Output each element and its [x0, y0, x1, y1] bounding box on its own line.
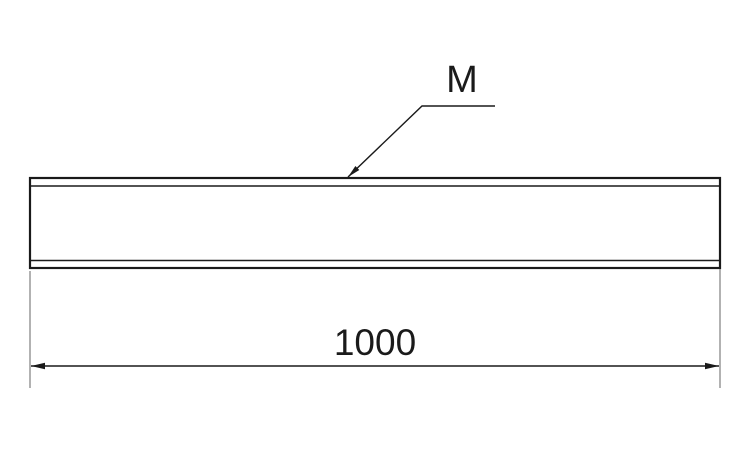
- dimension-value: 1000: [334, 322, 416, 363]
- threaded-rod: [28, 176, 722, 270]
- thread-size-label: M: [446, 59, 478, 101]
- thread-size-callout: M: [347, 59, 495, 178]
- leader-arrowhead-icon: [348, 166, 360, 177]
- leader-line: [347, 105, 495, 178]
- dimension-arrowhead-left-icon: [31, 362, 45, 370]
- dimension-arrowhead-right-icon: [705, 362, 719, 370]
- rod-outline: [28, 176, 722, 270]
- length-dimension: 1000: [29, 269, 721, 388]
